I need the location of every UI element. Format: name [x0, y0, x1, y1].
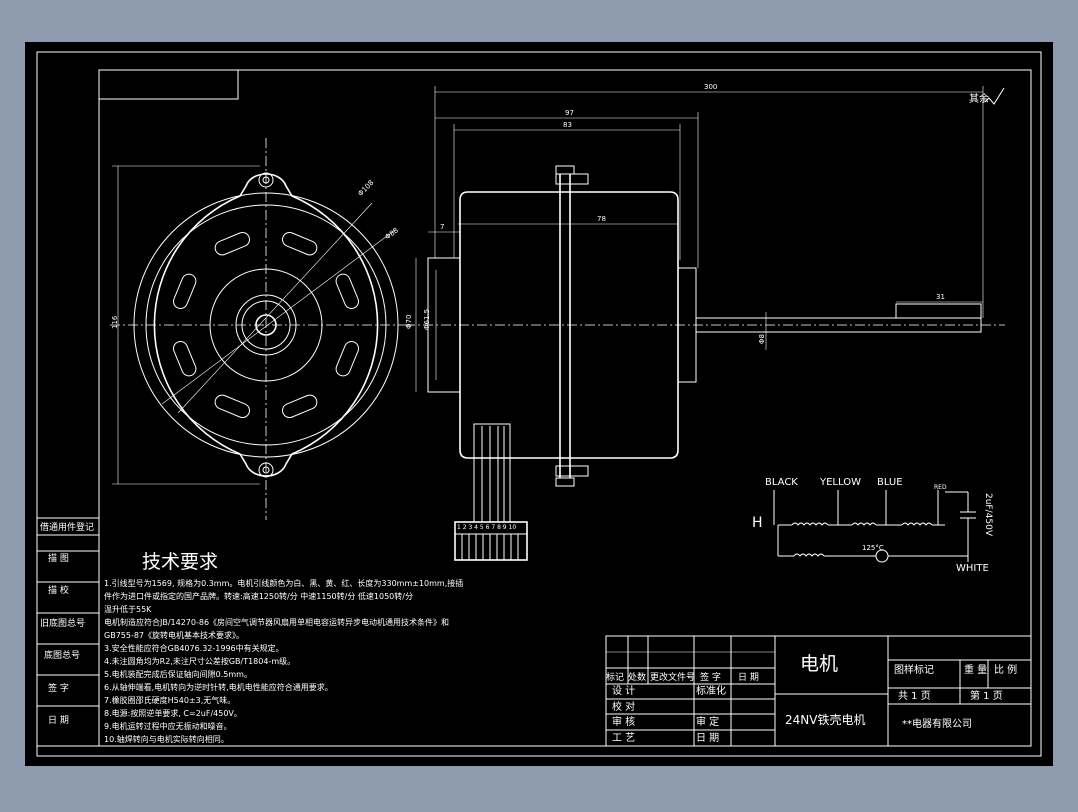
wire-red: RED — [934, 484, 947, 491]
wire-white: WHITE — [956, 563, 989, 574]
tech-line-5: GB755-87《旋转电机基本技术要求》。 — [104, 630, 244, 640]
tb-approve: 审 定 — [696, 715, 719, 728]
tech-line-2: 件作为进口件或指定的国产品牌。转速:高速1250转/分 中速1150转/分 低速… — [104, 591, 413, 601]
wire-black: BLACK — [765, 477, 798, 488]
tb-col-weight: 重 量 — [964, 663, 987, 676]
vent-slot — [172, 341, 197, 377]
left-row-6: 签 字 — [48, 682, 69, 694]
tech-line-12: 9.电机运转过程中应无振动和噪音。 — [104, 721, 232, 731]
tb-standard: 标准化 — [696, 684, 726, 697]
tb-page-no: 第 1 页 — [970, 689, 1003, 702]
tb-check: 校 对 — [612, 700, 635, 713]
dim-total-length: 300 — [704, 83, 717, 91]
tb-header-mark: 标记 — [606, 671, 624, 683]
tb-total-pages: 共 1 页 — [898, 690, 931, 702]
tb-col-mark: 图样标记 — [894, 663, 934, 676]
tb-col-scale: 比 例 — [994, 663, 1017, 676]
drawing-sheet — [25, 42, 1053, 766]
dim-height: 116 — [111, 315, 119, 329]
left-row-7: 日 期 — [48, 715, 69, 726]
vent-slot — [335, 273, 360, 309]
left-record-block — [36, 517, 100, 747]
motor-front-view — [110, 138, 415, 520]
motor-side-view — [405, 86, 1005, 561]
capacitor-label: 2uF/450V — [983, 493, 993, 537]
vent-slot — [214, 231, 250, 256]
vent-slot — [335, 341, 360, 377]
left-row-3: 描 校 — [48, 584, 69, 596]
tb-process: 工 艺 — [612, 732, 635, 744]
title-block — [605, 635, 1032, 747]
vent-slot — [282, 394, 318, 419]
tech-line-3: 温升低于55K — [104, 604, 152, 614]
left-row-4: 旧底图总号 — [40, 617, 85, 629]
dim-7: 7 — [440, 223, 444, 231]
left-row-2: 描 图 — [48, 552, 69, 564]
dim-97: 97 — [565, 109, 574, 117]
tech-line-13: 10.轴焊转向与电机实际转向相同。 — [104, 734, 229, 744]
tb-header-sign: 签 字 — [700, 671, 721, 683]
tech-line-10: 7.橡胶圈邵氏硬度H540±3,无气味。 — [104, 695, 235, 705]
left-row-1: 借通用件登记 — [40, 521, 94, 533]
tech-line-8: 5.电机装配完成后保证轴向间隙0.5mm。 — [104, 669, 252, 679]
tech-line-7: 4.未注圆角均为R2,未注尺寸公差按GB/T1804-m级。 — [104, 656, 295, 666]
wire-blue: BLUE — [877, 477, 903, 488]
dim-dia-61: Φ61.5 — [423, 309, 431, 330]
dim-78: 78 — [597, 215, 606, 223]
vent-slot — [172, 273, 197, 309]
left-row-5: 底图总号 — [44, 649, 80, 661]
wire-yellow: YELLOW — [819, 477, 861, 488]
roughness-note: 其余 — [969, 92, 989, 105]
dim-83: 83 — [563, 121, 572, 129]
dim-shaft-dia: Φ8 — [758, 334, 766, 344]
tb-date: 日 期 — [696, 732, 719, 744]
tb-review: 审 核 — [612, 715, 635, 728]
company-name: **电器有限公司 — [902, 717, 972, 730]
outer-border — [36, 51, 1042, 757]
fuse-label: 125°C — [862, 544, 884, 552]
vent-slot — [214, 394, 250, 419]
part-name: 电机 — [800, 653, 838, 675]
wiring-diagram — [773, 490, 976, 563]
inner-border — [98, 69, 1032, 747]
tech-line-9: 6.从轴伸端看,电机转向为逆时针转,电机电性能应符合通用要求。 — [104, 682, 333, 692]
part-model: 24NV铁壳电机 — [785, 713, 865, 727]
corner-box — [98, 69, 239, 100]
connector-pins: 1 2 3 4 5 6 7 8 9 10 — [457, 524, 516, 531]
dim-shaft-len: 31 — [936, 293, 945, 301]
vent-slot — [282, 231, 318, 256]
tb-header-count: 处数 — [628, 671, 646, 683]
tech-line-11: 8.电源:按照逆单要求, C=2uF/450V。 — [104, 708, 242, 718]
tech-title: 技术要求 — [142, 551, 218, 573]
tb-header-date: 日 期 — [738, 672, 759, 683]
tech-line-6: 3.安全性能应符合GB4076.32-1996中有关规定。 — [104, 643, 284, 653]
tb-header-file: 更改文件号 — [650, 671, 695, 683]
tb-design: 设 计 — [612, 684, 635, 697]
tech-line-4: 电机制造应符合JB/14270-86《房间空气调节器风扇用单相电容运转异步电动机… — [104, 617, 449, 627]
tech-line-1: 1.引线型号为1569, 规格为0.3mm。电机引线颜色为白、黑、黄、红、长度为… — [104, 578, 463, 588]
speed-h-label: H — [752, 515, 763, 531]
dim-dia-70: Φ70 — [405, 315, 413, 329]
